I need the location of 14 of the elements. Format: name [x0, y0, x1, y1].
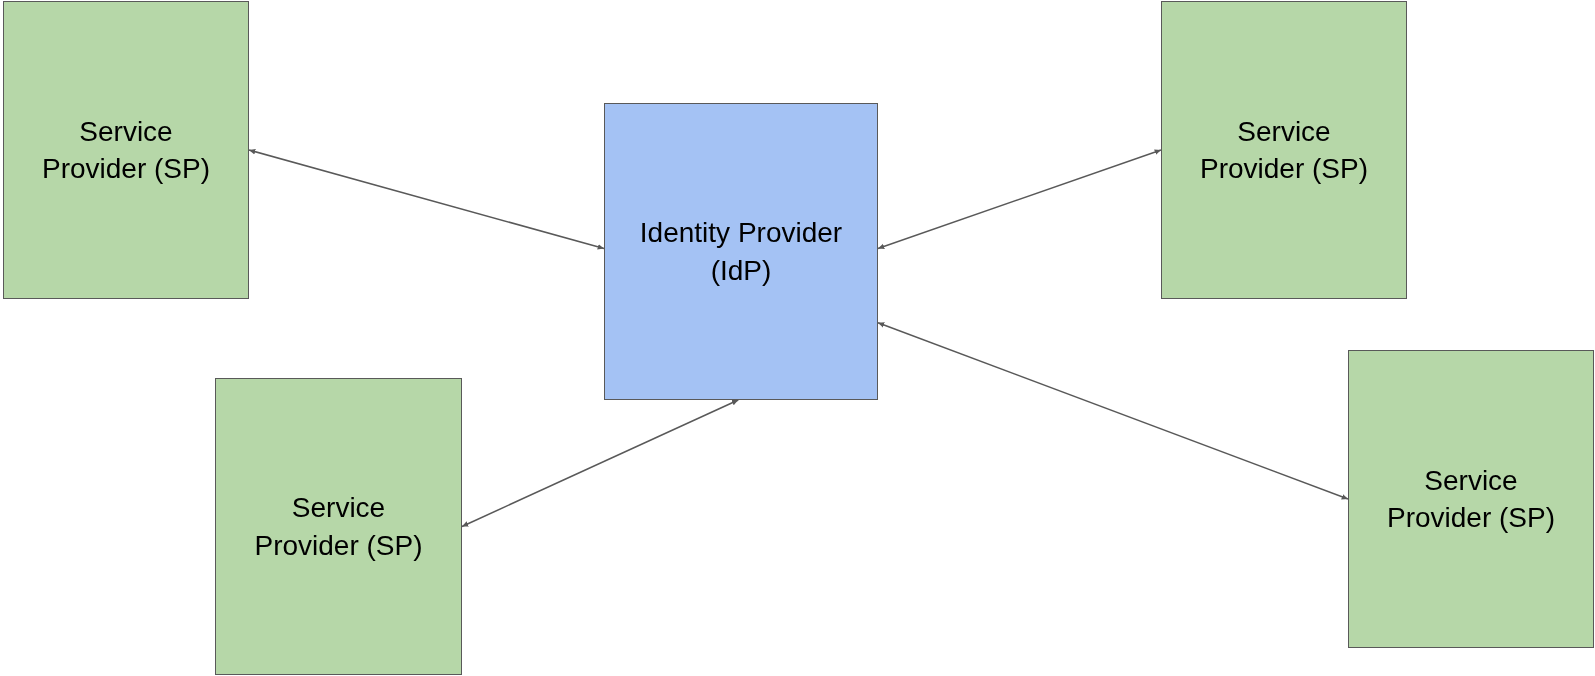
box-label: Service Provider (SP) [40, 114, 211, 186]
box-label: Identity Provider (IdP) [638, 216, 844, 288]
arrow [461, 399, 739, 528]
identity-provider-box [604, 103, 878, 400]
arrow [877, 322, 1349, 500]
box-label: Service Provider (SP) [1385, 463, 1556, 535]
box-label: Service Provider (SP) [1198, 114, 1369, 186]
service-provider-box [3, 1, 249, 299]
arrow [248, 149, 605, 250]
service-provider-box [1161, 1, 1407, 299]
service-provider-box [215, 378, 462, 675]
arrow [877, 149, 1162, 250]
box-label: Service Provider (SP) [253, 491, 424, 563]
service-provider-box [1348, 350, 1594, 648]
